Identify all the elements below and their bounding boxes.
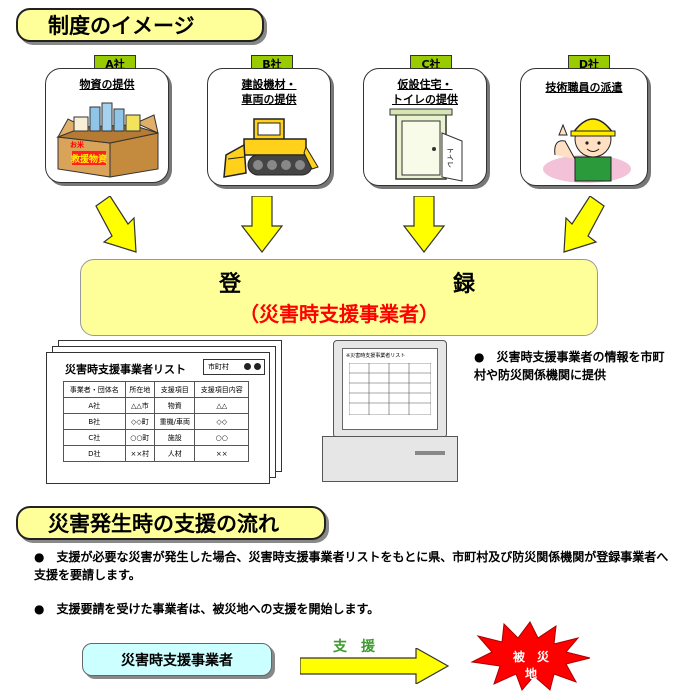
- down-arrow-icon: [563, 196, 605, 253]
- table-cell: D社: [63, 445, 126, 462]
- city-dot-icon: [244, 363, 251, 370]
- table-cell: ◇◇町: [124, 413, 156, 430]
- company-card-c: 仮設住宅・ トイレの提供 トイレ: [363, 68, 487, 186]
- worker-icon: [543, 118, 631, 183]
- table-cell: 施設: [154, 429, 196, 446]
- flow-source-label: 災害時支援事業者: [121, 652, 233, 669]
- table-header: 事業者・団体名: [63, 381, 126, 398]
- provide-note: ● 災害時支援事業者の情報を市町村や防災関係機関に提供: [474, 350, 665, 382]
- monitor-header: ※災害時支援事業者リスト: [346, 353, 406, 359]
- company-label-line1: 仮設住宅・: [397, 78, 453, 91]
- down-arrow-icon: [240, 196, 284, 253]
- table-row: C社 ○○町 施設 ○○: [63, 429, 249, 446]
- table-cell: ○○町: [124, 429, 156, 446]
- table-cell: △△: [194, 397, 249, 414]
- table-header: 支援項目: [154, 381, 196, 398]
- right-arrow-icon: [300, 648, 450, 684]
- table-cell: ××: [194, 445, 249, 462]
- table-header: 所在地: [124, 381, 156, 398]
- crate-label: 救援物資: [71, 153, 107, 165]
- company-card-a: 物資の提供 救援物資 お米: [45, 68, 169, 183]
- table-row: A社 △△市 物資 △△: [63, 397, 249, 414]
- list-document: 災害時支援事業者リスト 市町村 事業者・団体名 所在地 支援項目 支援項目内容 …: [46, 352, 270, 484]
- company-label-line2: 車両の提供: [241, 93, 297, 106]
- section-title: 制度のイメージ: [48, 14, 195, 38]
- down-arrow-icon: [95, 196, 137, 253]
- supporter-list-table: 事業者・団体名 所在地 支援項目 支援項目内容 A社 △△市 物資 △△ B社 …: [63, 381, 249, 462]
- rice-label: お米: [70, 140, 85, 149]
- monitor-screen: ※災害時支援事業者リスト: [342, 348, 438, 430]
- table-cell: A社: [63, 397, 126, 414]
- section-banner-scheme: 制度のイメージ: [16, 8, 264, 42]
- computer-monitor: ※災害時支援事業者リスト: [333, 340, 447, 438]
- city-dot-icon: [254, 363, 261, 370]
- toilet-label: トイレ: [446, 147, 454, 168]
- register-title-left: 登: [219, 272, 242, 297]
- section-title: 災害発生時の支援の流れ: [48, 512, 279, 536]
- table-header: 支援項目内容: [194, 381, 249, 398]
- table-cell: 重機/車両: [154, 413, 196, 430]
- table-cell: 人材: [154, 445, 196, 462]
- city-box: 市町村: [203, 359, 265, 375]
- register-title-right: 録: [453, 272, 476, 297]
- register-subtitle: （災害時支援事業者）: [239, 302, 439, 326]
- table-cell: △△市: [124, 397, 156, 414]
- flow-bullet: ● 支援が必要な災害が発生した場合、災害時支援事業者リストをもとに県、市町村及び…: [34, 550, 669, 582]
- table-cell: ◇◇: [194, 413, 249, 430]
- table-row: D社 ××村 人材 ××: [63, 445, 249, 462]
- city-label: 市町村: [208, 363, 229, 371]
- company-card-d: 技術職員の派遣: [520, 68, 648, 186]
- flow-bullet: ● 支援要請を受けた事業者は、被災地への支援を開始します。: [34, 602, 380, 616]
- down-arrow-icon: [402, 196, 446, 253]
- table-cell: 物資: [154, 397, 196, 414]
- company-label: 技術職員の派遣: [545, 81, 623, 94]
- supplies-box-icon: 救援物資 お米: [56, 102, 159, 178]
- table-cell: C社: [63, 429, 126, 446]
- list-title: 災害時支援事業者リスト: [65, 363, 186, 376]
- table-cell: ××村: [124, 445, 156, 462]
- disk-slot: [415, 451, 445, 455]
- bulldozer-icon: [223, 118, 319, 178]
- section-banner-flow: 災害発生時の支援の流れ: [16, 506, 326, 540]
- company-card-b: 建設機材・ 車両の提供: [207, 68, 331, 186]
- table-cell: B社: [63, 413, 126, 430]
- flow-arrow-label: 支 援: [333, 639, 375, 655]
- portable-toilet-icon: トイレ: [389, 108, 463, 182]
- table-header-row: 事業者・団体名 所在地 支援項目 支援項目内容: [63, 381, 249, 398]
- company-label: 物資の提供: [79, 78, 135, 91]
- burst-icon: [470, 621, 591, 691]
- flow-source-box: 災害時支援事業者: [82, 643, 272, 676]
- company-label-line2: トイレの提供: [392, 93, 458, 106]
- disaster-area-label: 被 災 地: [512, 650, 562, 681]
- computer-base: [322, 436, 458, 482]
- monitor-table-icon: [349, 363, 431, 415]
- table-cell: ○○: [194, 429, 249, 446]
- company-label-line1: 建設機材・: [241, 78, 297, 91]
- table-row: B社 ◇◇町 重機/車両 ◇◇: [63, 413, 249, 430]
- registration-box: 登 録 （災害時支援事業者）: [80, 259, 598, 336]
